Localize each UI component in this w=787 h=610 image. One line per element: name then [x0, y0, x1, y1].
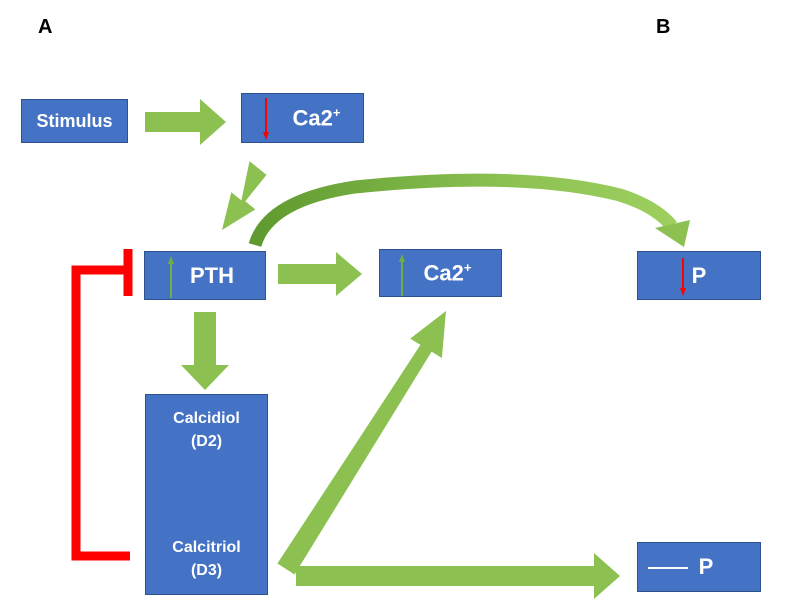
arrow-pth-to-ca	[278, 252, 362, 296]
calcium-low-charge: +	[332, 104, 341, 120]
stimulus-box: Stimulus	[21, 99, 128, 143]
arrow-pth-to-p-curve	[248, 173, 677, 248]
arrow-pth-to-calcidiol	[181, 312, 229, 390]
stimulus-label: Stimulus	[36, 110, 113, 131]
down-arrow-icon	[680, 258, 686, 296]
phosphate-unchanged-label: P	[698, 554, 714, 579]
phosphate-low-label: P	[691, 262, 707, 288]
arrow-pth-to-p-head	[655, 220, 690, 247]
calcium-low-box: Ca2+	[241, 93, 364, 143]
panel-label-a: A	[38, 16, 53, 38]
calcium-high-label: Ca2	[423, 260, 464, 286]
calcium-high-charge: +	[463, 259, 472, 275]
pth-label: PTH	[190, 262, 234, 288]
no-change-line-icon	[648, 567, 688, 569]
down-arrow-icon	[263, 98, 269, 140]
arrow-calcitriol-to-p	[296, 553, 620, 599]
calcium-low-label: Ca2	[292, 105, 333, 131]
panel-label-b: B	[656, 16, 671, 38]
calcium-high-box: Ca2+	[379, 249, 502, 297]
up-arrow-icon	[168, 256, 174, 298]
calcitriol-subtitle: (D3)	[190, 562, 223, 579]
arrow-calcitriol-to-ca	[277, 311, 446, 575]
pth-box: PTH	[144, 251, 266, 300]
up-arrow-icon	[399, 254, 405, 296]
phosphate-unchanged-box: P	[637, 542, 761, 592]
calcitriol-label: Calcitriol	[172, 539, 241, 556]
arrow-ca-to-pth	[222, 161, 267, 230]
vitamin-d-box: Calcidiol (D2) Calcitriol (D3)	[145, 394, 268, 595]
calcidiol-subtitle: (D2)	[190, 433, 223, 450]
arrow-stimulus-to-ca	[145, 99, 226, 145]
phosphate-low-box: P	[637, 251, 761, 300]
calcidiol-label: Calcidiol	[173, 410, 240, 427]
inhibition-bracket	[71, 265, 130, 561]
